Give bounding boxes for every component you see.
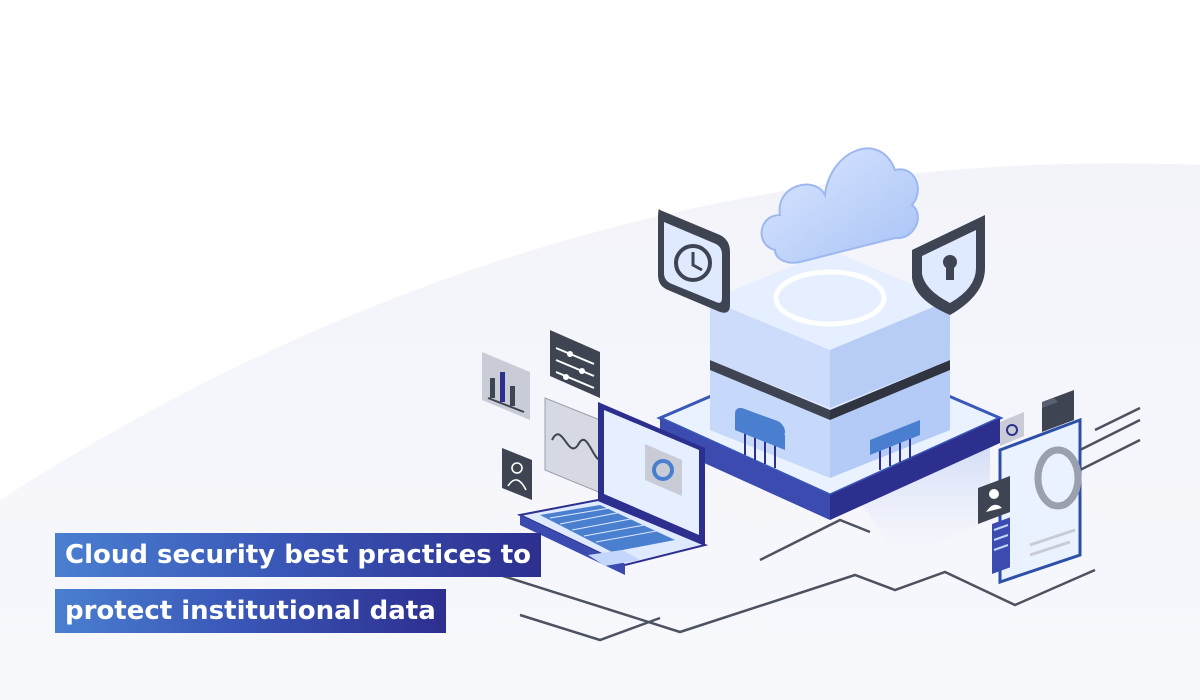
email-icon	[1000, 412, 1024, 446]
security-shield-lock-icon	[912, 215, 985, 315]
server-stack	[656, 250, 1004, 520]
headline-line-2: protect institutional data	[55, 589, 446, 633]
network-lines	[499, 406, 1141, 642]
laptop-icon	[516, 402, 709, 575]
backup-history-icon	[658, 209, 730, 313]
data-tape-icon	[992, 517, 1010, 574]
headline-line-1: Cloud security best practices to	[55, 533, 542, 577]
cloud-icon	[760, 147, 919, 264]
folder-icon	[1042, 390, 1074, 432]
users-icon	[502, 448, 532, 500]
mobile-device	[998, 417, 1082, 585]
bar-chart-icon	[482, 352, 530, 420]
sliders-settings-icon	[550, 330, 600, 398]
pie-chart-icon	[1034, 446, 1082, 510]
user-profile-icon	[978, 476, 1010, 524]
